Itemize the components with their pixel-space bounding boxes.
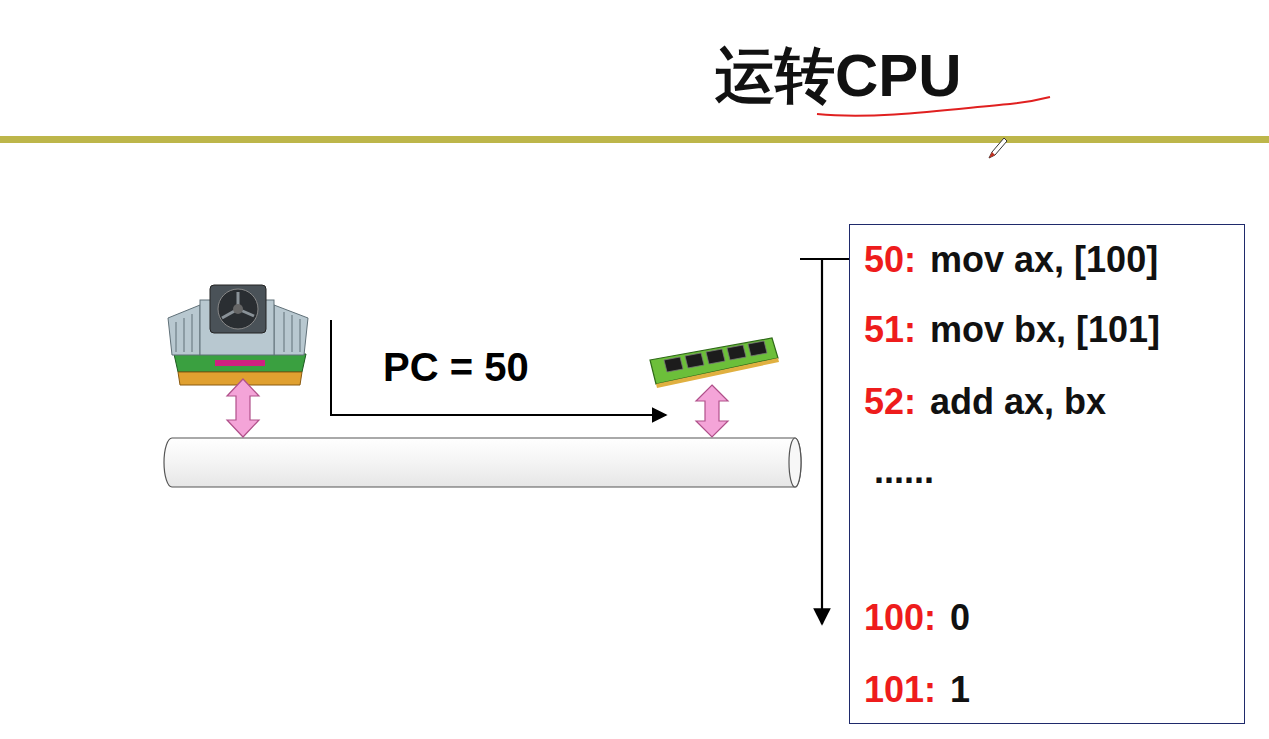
memory-content: mov ax, [100] bbox=[930, 240, 1158, 280]
memory-content: add ax, bx bbox=[930, 382, 1106, 422]
memory-content: 0 bbox=[950, 598, 970, 638]
address-arrow bbox=[821, 259, 823, 624]
memory-picture bbox=[650, 338, 779, 388]
register-label: PC = 50 bbox=[383, 345, 529, 390]
memory-address: 50: bbox=[864, 240, 916, 280]
memory-content: 1 bbox=[950, 670, 970, 710]
system-bus bbox=[164, 438, 801, 487]
pc-arrow bbox=[331, 320, 666, 415]
header-rule bbox=[0, 136, 1269, 143]
cpu-picture bbox=[168, 285, 308, 385]
address-bracket bbox=[800, 258, 849, 260]
memory-address: 52: bbox=[864, 382, 916, 422]
memory-address: 51: bbox=[864, 310, 916, 350]
memory-box: 50: mov ax, [100] 51: mov bx, [101] 52: add a… bbox=[849, 224, 1245, 724]
pen-cursor bbox=[989, 138, 1007, 158]
memory-address: 100: bbox=[864, 598, 936, 638]
slide-title: 运转CPU bbox=[715, 36, 962, 117]
memory-content: mov bx, [101] bbox=[930, 310, 1160, 350]
memory-address: 101: bbox=[864, 670, 936, 710]
memory-content: ...... bbox=[874, 451, 934, 491]
